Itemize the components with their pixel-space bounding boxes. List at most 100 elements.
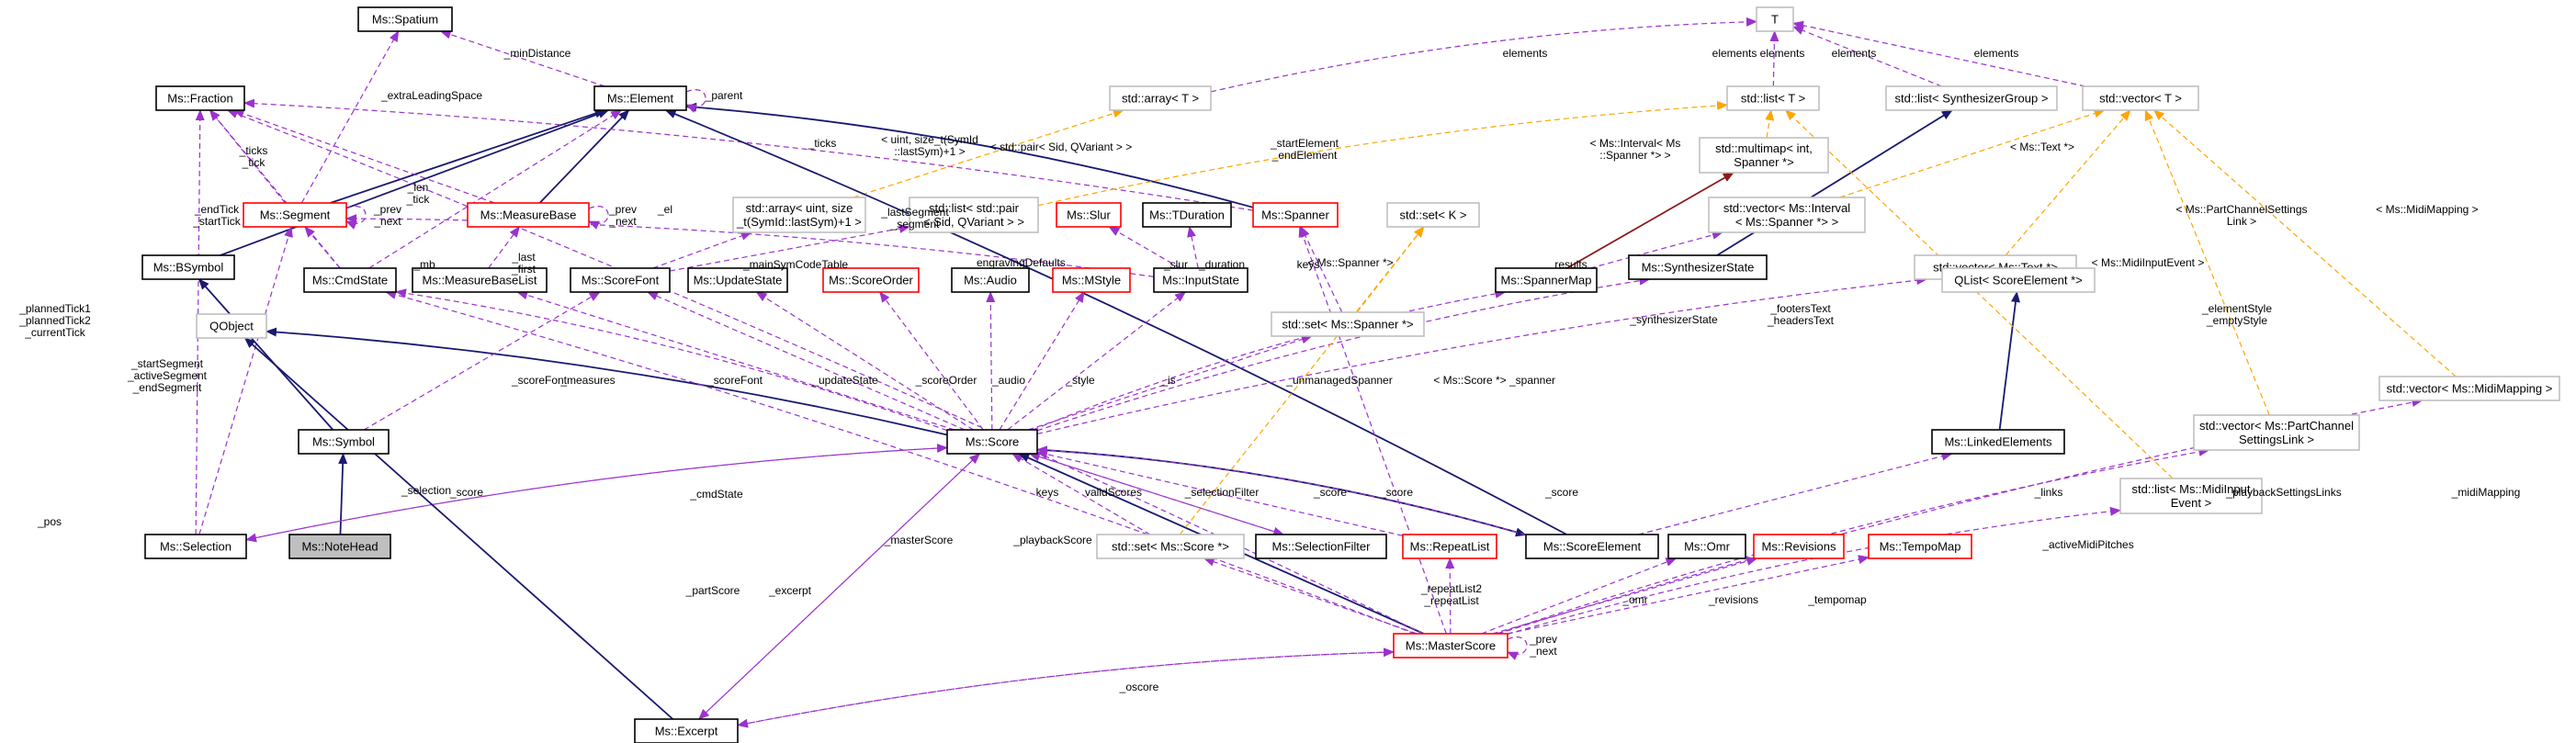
tduration-node[interactable]: Ms::TDuration	[1142, 202, 1232, 228]
std-list-t-node[interactable]: std::list< T >	[1726, 85, 1820, 111]
template-t-node[interactable]: T	[1756, 6, 1794, 32]
selection-filter-node[interactable]: Ms::SelectionFilter	[1255, 534, 1387, 559]
std-array-t-node[interactable]: std::array< T >	[1109, 85, 1212, 111]
edge-multimap-to-listT	[1765, 109, 1775, 139]
std-multimap-node-box	[1699, 137, 1829, 174]
edge-label: _prev	[608, 203, 637, 216]
edge-measureBase-to-measureBase	[588, 206, 609, 230]
std-array-uint-node-label: _t(SymId::lastSym)+1 >	[736, 215, 862, 229]
edge-vectorPartChannel-to-vectorT	[2144, 109, 2270, 416]
std-set-spanner-node[interactable]: std::set< Ms::Spanner *>	[1271, 311, 1425, 337]
edge-element-to-element	[685, 89, 706, 113]
mstyle-node-box	[1052, 267, 1131, 293]
edge-arrayT-to-T	[1210, 17, 1757, 93]
edge-label: _scoreFont	[511, 374, 568, 387]
std-list-midi-input-event-node[interactable]: std::list< Ms::MidiInputEvent >	[2119, 478, 2263, 514]
spanner-node[interactable]: Ms::Spanner	[1252, 202, 1339, 228]
edge-score-to-setSpanner	[1028, 334, 1313, 431]
bsymbol-node[interactable]: Ms::BSymbol	[141, 254, 235, 280]
edge-label: _audio	[991, 374, 1025, 387]
synthesizer-state-node[interactable]: Ms::SynthesizerState	[1628, 254, 1768, 280]
std-vector-midi-mapping-node[interactable]: std::vector< Ms::MidiMapping >	[2378, 376, 2560, 401]
std-list-t-node-box	[1726, 85, 1820, 111]
score-font-node[interactable]: Ms::ScoreFont	[570, 267, 671, 293]
symbol-node[interactable]: Ms::Symbol	[298, 429, 390, 455]
master-score-node-box	[1393, 633, 1508, 659]
edge-excerpt-to-qobject	[243, 337, 674, 720]
mstyle-node[interactable]: Ms::MStyle	[1052, 267, 1131, 293]
master-score-node[interactable]: Ms::MasterScore	[1393, 633, 1508, 659]
std-set-k-node[interactable]: std::set< K >	[1386, 202, 1480, 228]
linked-elements-node[interactable]: Ms::LinkedElements	[1931, 429, 2065, 455]
std-vector-part-channel-node[interactable]: std::vector< Ms::PartChannelSettingsLink…	[2193, 414, 2360, 451]
edge-label: validScores	[1085, 486, 1142, 499]
edge-label: _oscore	[1119, 681, 1159, 693]
score-order-node-box	[822, 267, 920, 293]
std-list-synthesizer-group-node-box	[1885, 85, 2058, 111]
segment-node[interactable]: Ms::Segment	[243, 202, 347, 228]
edge-scoreFont-to-arrayUint	[652, 231, 752, 269]
edge-scoreFont-to-listPair	[669, 223, 910, 272]
edge-label: < Ms::MidiInputEvent >	[2092, 256, 2205, 269]
score-node[interactable]: Ms::Score	[946, 429, 1038, 455]
edge-label: _unmanagedSpanner	[1285, 374, 1392, 387]
std-multimap-node-label: Spanner *>	[1734, 155, 1793, 169]
audio-node[interactable]: Ms::Audio	[951, 267, 1030, 293]
selection-node[interactable]: Ms::Selection	[144, 534, 247, 559]
edge-cmdState-to-element	[368, 109, 623, 269]
edge-label: elements	[1503, 47, 1548, 60]
edge-label: _prev	[373, 203, 401, 216]
std-vector-interval-node[interactable]: std::vector< Ms::Interval< Ms::Spanner *…	[1708, 197, 1866, 233]
edge-linkedElements-to-qlist	[1998, 291, 2020, 431]
edge-vectorInterval-to-vectorT	[1839, 108, 2106, 198]
edge-label: _extraLeadingSpace	[380, 89, 482, 102]
measure-base-node[interactable]: Ms::MeasureBase	[467, 202, 590, 228]
score-order-node[interactable]: Ms::ScoreOrder	[822, 267, 920, 293]
spatium-node[interactable]: Ms::Spatium	[357, 6, 453, 32]
fraction-node[interactable]: Ms::Fraction	[155, 85, 245, 111]
measure-base-list-node[interactable]: Ms::MeasureBaseList	[412, 267, 548, 293]
element-node-label: Ms::Element	[607, 92, 674, 106]
tempo-map-node[interactable]: Ms::TempoMap	[1868, 534, 1972, 559]
omr-node[interactable]: Ms::Omr	[1667, 534, 1746, 559]
std-vector-interval-node-label: < Ms::Spanner *> >	[1735, 215, 1838, 229]
score-element-node-label: Ms::ScoreElement	[1543, 540, 1642, 554]
edge-setScore-to-score	[1011, 453, 1151, 535]
std-list-synthesizer-group-node[interactable]: std::list< SynthesizerGroup >	[1885, 85, 2058, 111]
revisions-node[interactable]: Ms::Revisions	[1753, 534, 1845, 559]
std-vector-part-channel-node-box	[2193, 414, 2360, 451]
edge-segment-to-segment	[345, 206, 367, 230]
note-head-node[interactable]: Ms::NoteHead	[288, 534, 391, 559]
qlist-score-element-node[interactable]: QList< ScoreElement *>	[1941, 267, 2096, 293]
score-element-node[interactable]: Ms::ScoreElement	[1525, 534, 1659, 559]
edge-score-to-synthState	[1036, 276, 1651, 432]
cmd-state-node[interactable]: Ms::CmdState	[303, 267, 397, 293]
std-set-score-node[interactable]: std::set< Ms::Score *>	[1096, 534, 1245, 559]
edge-label: _score	[449, 486, 483, 499]
excerpt-node[interactable]: Ms::Excerpt	[634, 718, 739, 743]
std-vector-t-node[interactable]: std::vector< T >	[2082, 85, 2199, 111]
slur-node[interactable]: Ms::Slur	[1056, 202, 1122, 228]
qlist-score-element-node-label: QList< ScoreElement *>	[1954, 274, 2082, 287]
edge-label: _excerpt	[768, 584, 812, 597]
selection-filter-node-box	[1255, 534, 1387, 559]
spanner-map-node[interactable]: Ms::SpannerMap	[1495, 267, 1598, 293]
audio-node-label: Ms::Audio	[964, 274, 1017, 287]
score-font-node-box	[570, 267, 671, 293]
std-list-pair-node[interactable]: std::list< std::pair< Sid, QVariant > >	[909, 197, 1039, 233]
edge-element-to-spatium	[439, 29, 605, 87]
edge-label: _revisions	[1708, 593, 1758, 606]
std-array-uint-node[interactable]: std::array< uint, size_t(SymId::lastSym)…	[732, 197, 866, 233]
edge-label: _segment	[890, 218, 940, 231]
repeat-list-node[interactable]: Ms::RepeatList	[1402, 534, 1497, 559]
std-multimap-node[interactable]: std::multimap< int, Spanner *>	[1699, 137, 1829, 174]
update-state-node[interactable]: Ms::UpdateState	[687, 267, 788, 293]
element-node[interactable]: Ms::Element	[593, 85, 687, 111]
update-state-node-box	[687, 267, 788, 293]
edge-label: < Ms::Text *>	[2010, 141, 2074, 153]
edge-label: _currentTick	[24, 326, 86, 339]
qobject-node[interactable]: QObject	[196, 313, 267, 339]
input-state-node[interactable]: Ms::InputState	[1153, 267, 1248, 293]
edge-label: _playbackSettingsLinks	[2225, 486, 2341, 499]
